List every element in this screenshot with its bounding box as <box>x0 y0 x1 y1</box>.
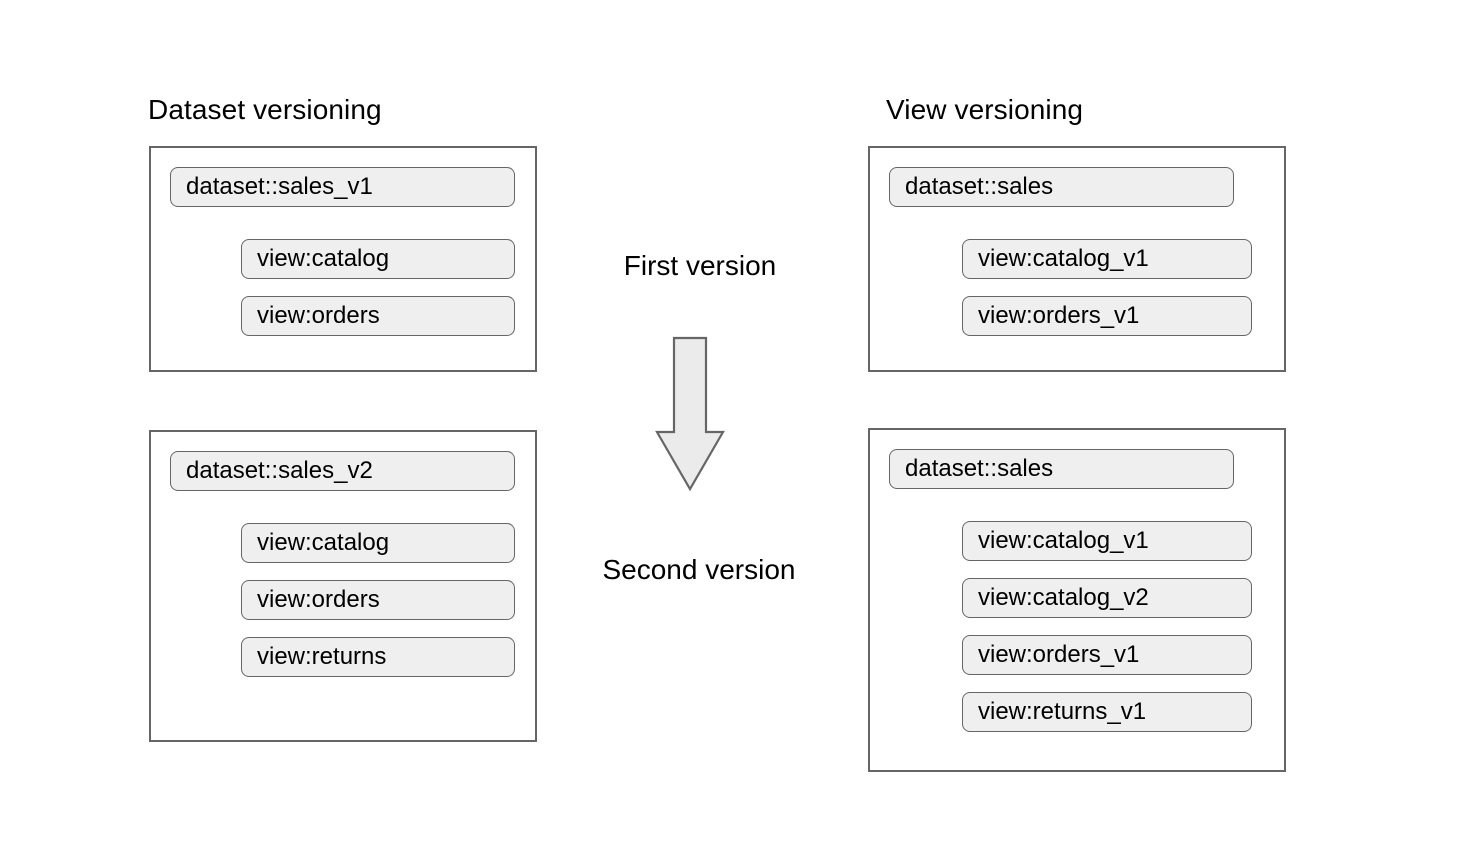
dataset-pill[interactable]: dataset::sales <box>889 449 1234 489</box>
timeline-label-first-version: First version <box>623 250 777 281</box>
view-pill[interactable]: view:returns <box>241 637 515 677</box>
view-pill[interactable]: view:orders_v1 <box>962 296 1252 336</box>
view-pill[interactable]: view:catalog_v1 <box>962 521 1252 561</box>
arrow-down-icon <box>655 336 725 492</box>
view-pill[interactable]: view:catalog_v2 <box>962 578 1252 618</box>
group-box-dataset-v2: dataset::sales_v2 view:catalog view:orde… <box>149 430 537 742</box>
dataset-pill[interactable]: dataset::sales_v1 <box>170 167 515 207</box>
group-box-dataset-v1: dataset::sales_v1 view:catalog view:orde… <box>149 146 537 372</box>
column-title-view-versioning: View versioning <box>886 94 1084 125</box>
view-pill[interactable]: view:catalog <box>241 239 515 279</box>
view-pill[interactable]: view:catalog <box>241 523 515 563</box>
dataset-pill[interactable]: dataset::sales <box>889 167 1234 207</box>
view-pill[interactable]: view:orders <box>241 580 515 620</box>
view-pill[interactable]: view:returns_v1 <box>962 692 1252 732</box>
dataset-pill[interactable]: dataset::sales_v2 <box>170 451 515 491</box>
view-pill[interactable]: view:orders_v1 <box>962 635 1252 675</box>
view-pill[interactable]: view:orders <box>241 296 515 336</box>
group-box-view-v2: dataset::sales view:catalog_v1 view:cata… <box>868 428 1286 772</box>
view-pill[interactable]: view:catalog_v1 <box>962 239 1252 279</box>
group-box-view-v1: dataset::sales view:catalog_v1 view:orde… <box>868 146 1286 372</box>
timeline-label-second-version: Second version <box>602 554 796 585</box>
column-title-dataset-versioning: Dataset versioning <box>148 94 382 125</box>
